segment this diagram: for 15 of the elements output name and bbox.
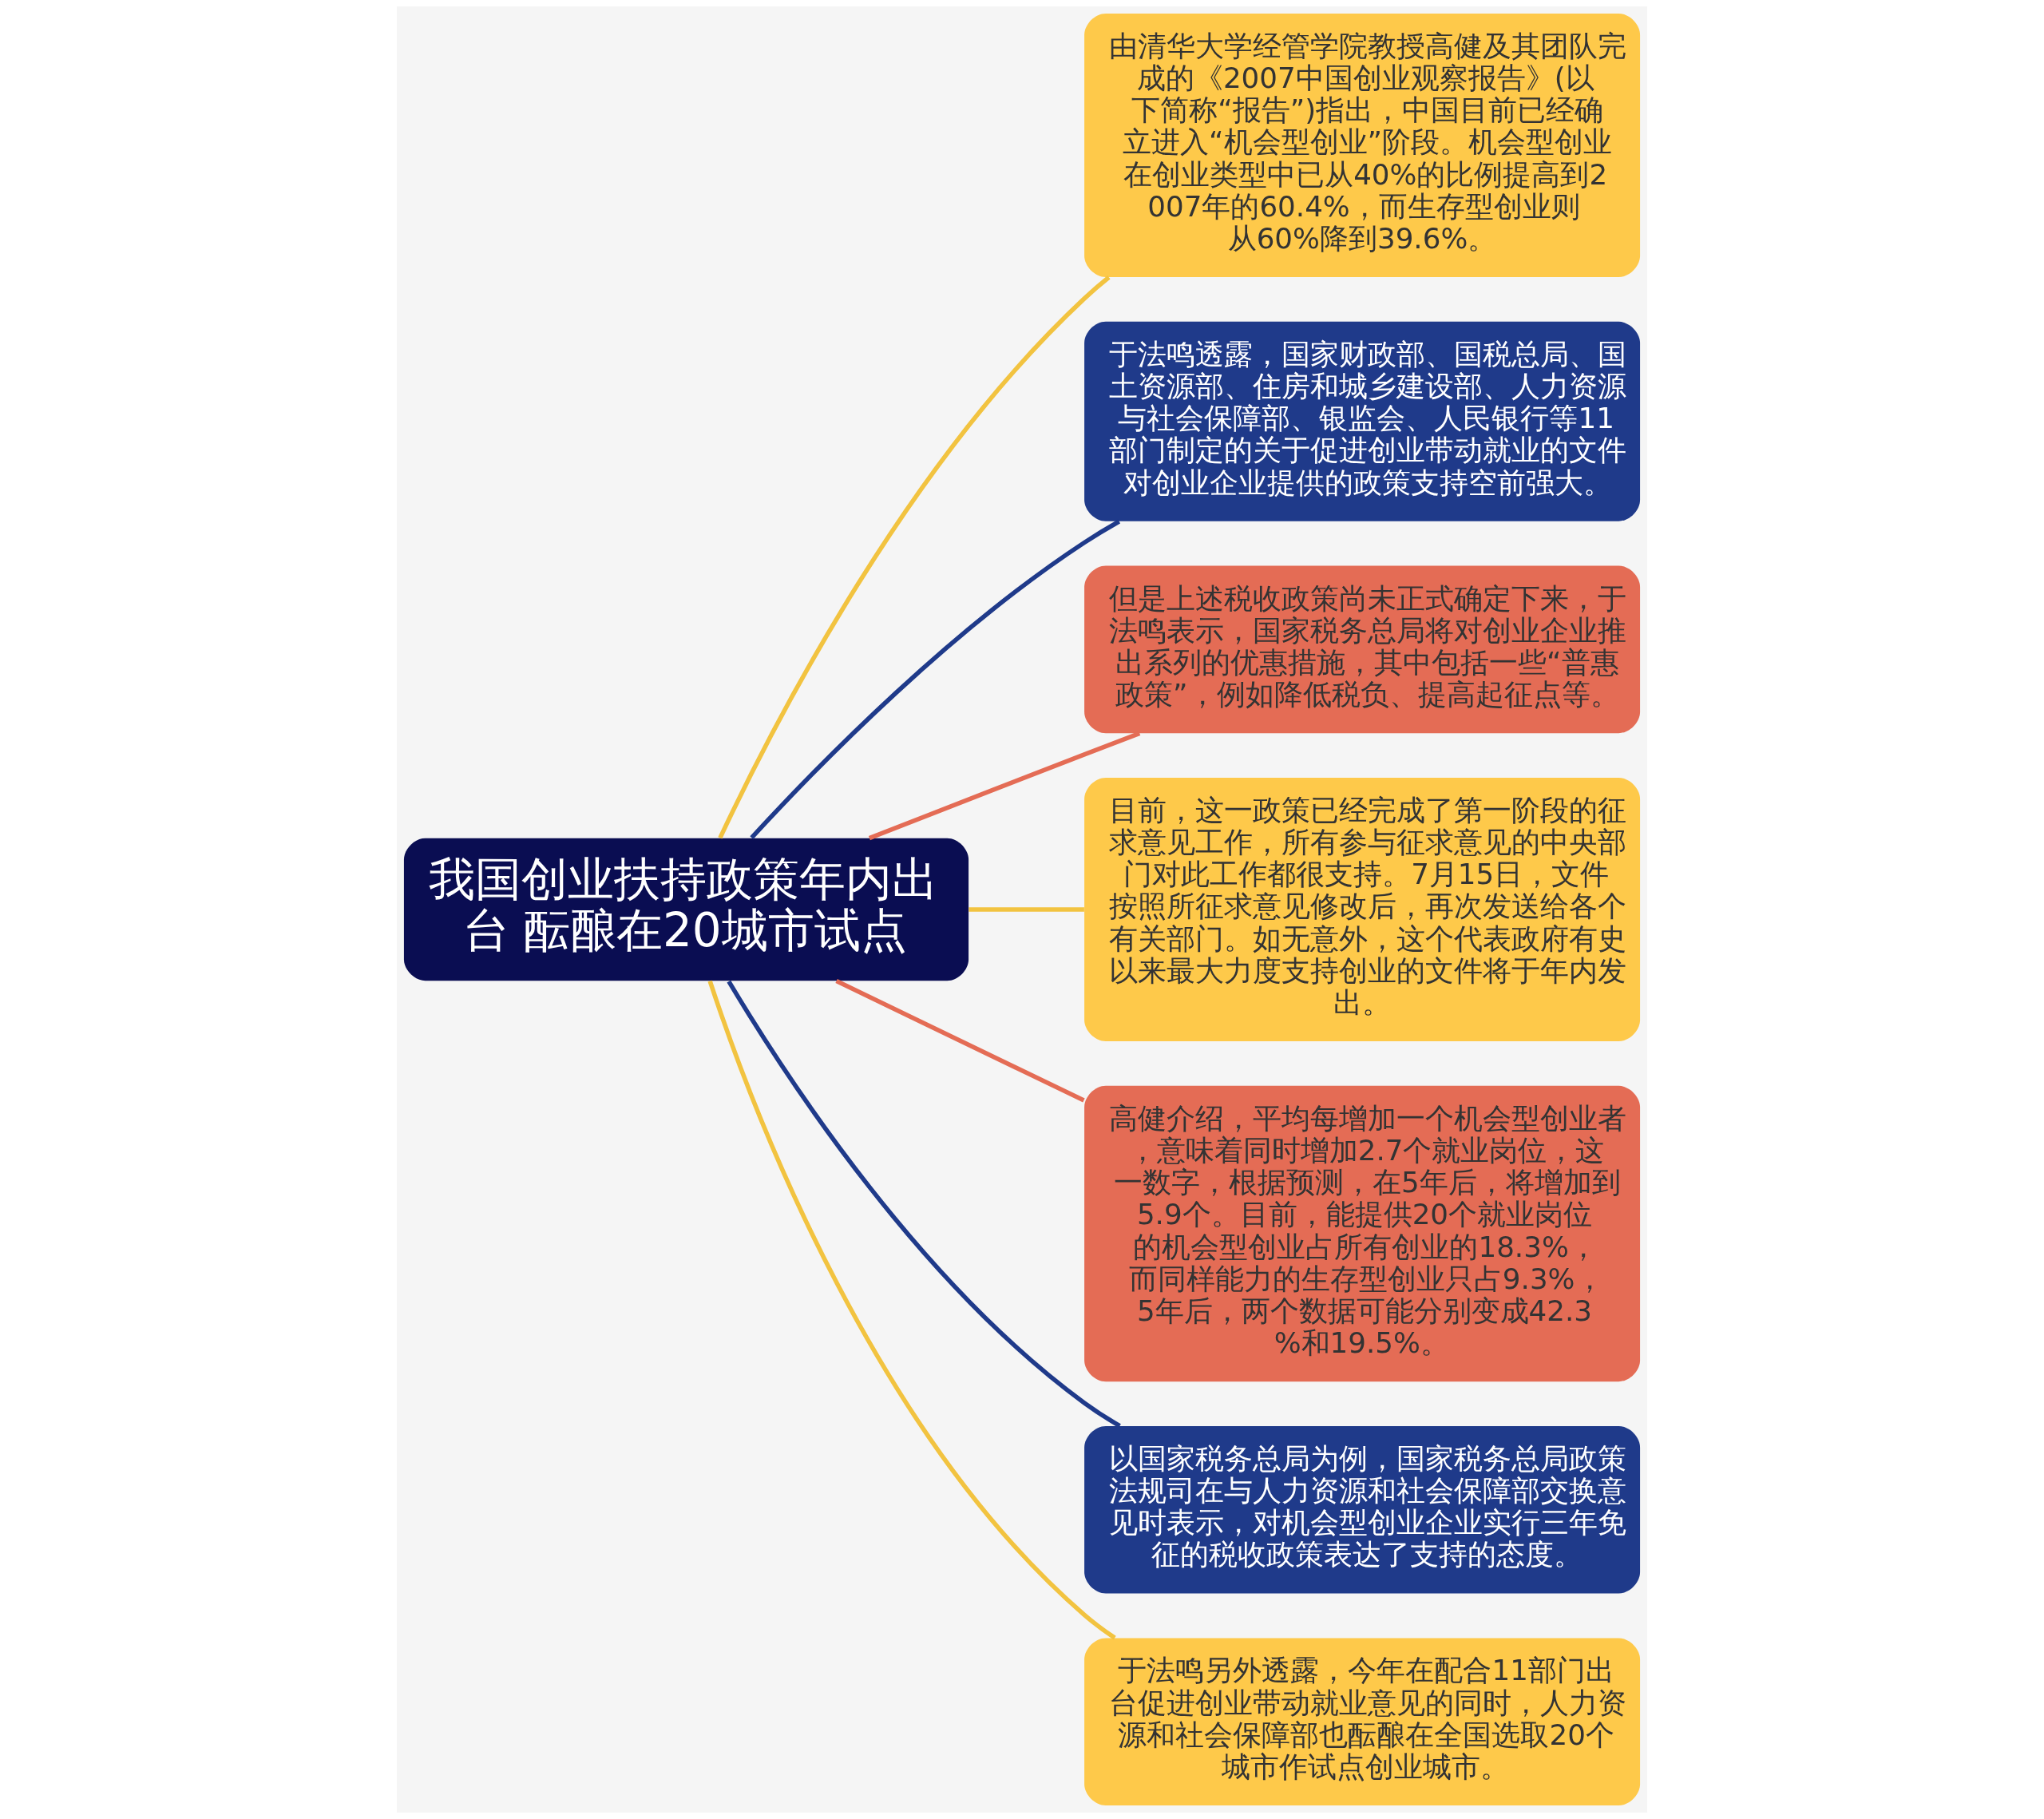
connector <box>835 979 1085 1103</box>
node-box: 目前，这一政策已经完成了第一阶段的征求意见工作，所有参与征求意见的中央部门对此工作都很支持。7月15日，文件按照所征求意见修改后，再次发送给各个有关部门。如无意外，这个代表政府有史以来最大力度支持创业的文件将于年内发出。 <box>1084 777 1641 1042</box>
connector <box>969 907 1084 912</box>
connector <box>718 275 1111 839</box>
node-box: 高健介绍，平均每增加一个机会型创业者，意味着同时增加2.7个就业岗位，这一数字，根据预测，在5年后，将增加到5.9个。目前，能提供20个就业岗位的机会型创业占所有创业的18.3%，而同样能力的生存型创业只占9.3%，5年后，两个数据可能分别变成42.3%和19.5%。 <box>1084 1085 1641 1382</box>
connector <box>750 519 1121 839</box>
connector <box>727 980 1121 1429</box>
node-box: 由清华大学经管学院教授高健及其团队完成的《2007中国创业观察报告》(以下简称“报告”)指出，中国目前已经确立进入“机会型创业”阶段。机会型创业在创业类型中已从40%的比例提高到2007年的60.4%，而生存型创业则从60%降到39.6%。 <box>1084 13 1641 278</box>
node-box: 但是上述税收政策尚未正式确定下来，于法鸣表示，国家税务总局将对创业企业推出系列的优惠措施，其中包括一些“普惠政策”，例如降低税负、提高起征点等。 <box>1084 565 1641 734</box>
node-box: 于法鸣另外透露，今年在配合11部门出台促进创业带动就业意见的同时，人力资源和社会保障部也酝酿在全国选取20个城市作试点创业城市。 <box>1084 1638 1641 1806</box>
connector <box>868 731 1141 841</box>
node-box: 我国创业扶持政策年内出台 酝酿在20城市试点 <box>403 838 969 981</box>
connector <box>707 980 1116 1640</box>
node-box: 于法鸣透露，国家财政部、国税总局、国土资源部、住房和城乡建设部、人力资源与社会保障部、银监会、人民银行等11部门制定的关于促进创业带动就业的文件对创业企业提供的政策支持空前强大。 <box>1084 321 1641 521</box>
node-box: 以国家税务总局为例，国家税务总局政策法规司在与人力资源和社会保障部交换意见时表示，对机会型创业企业实行三年免征的税收政策表达了支持的态度。 <box>1084 1425 1641 1594</box>
